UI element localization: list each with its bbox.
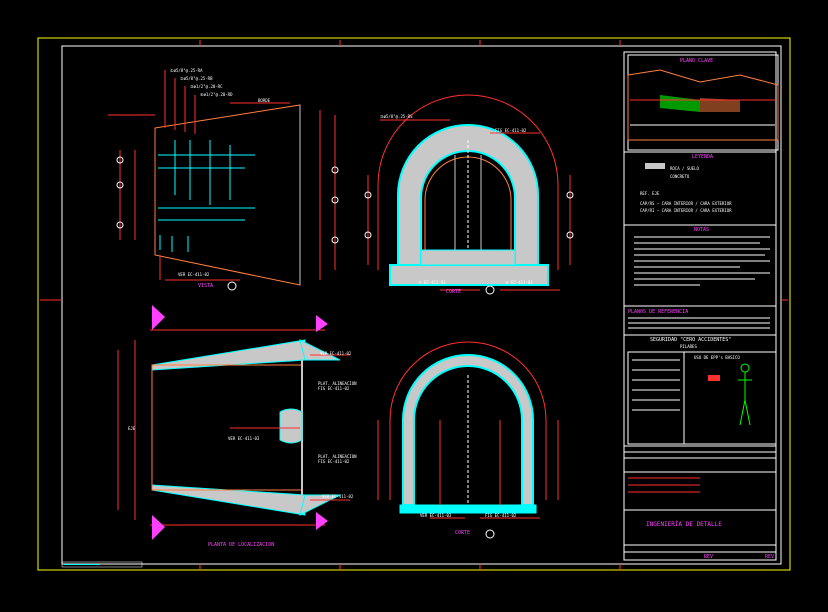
sheet-border (61, 45, 782, 565)
corte-label-lower: CORTE (455, 530, 470, 536)
legend-title: LEYENDA (692, 154, 713, 160)
svg-text:CAP/RS — CARA INTERIOR / CARA: CAP/RS — CARA INTERIOR / CARA EXTERIOR (640, 201, 732, 206)
corte-upper-view: ③ø5/8"@.25-RS FIG EC-411-02 ⑥ EC-411-03 ⑦ … (364, 94, 574, 295)
worker-icon (738, 363, 752, 426)
svg-text:③ø1/2"@.20-RC: ③ø1/2"@.20-RC (190, 84, 223, 89)
svg-text:REF. EJE: REF. EJE (640, 191, 660, 196)
svg-text:BORDE: BORDE (258, 98, 271, 103)
svg-text:VER EC-411-03: VER EC-411-03 (228, 436, 260, 441)
svg-text:③ø5/8"@.25-RS: ③ø5/8"@.25-RS (380, 114, 413, 119)
svg-text:CAP/RI — CARA INTERIOR / CARA: CAP/RI — CARA INTERIOR / CARA EXTERIOR (640, 208, 732, 213)
svg-text:FIG EC-411-02: FIG EC-411-02 (485, 513, 517, 518)
ppe-title: USO DE EPP's BASICO (694, 355, 740, 360)
title-block: PLANO CLAVE LEYENDA ROCA / SUELO CONCRETO… (623, 51, 779, 561)
svg-text:①ø5/8"@.25-RA: ①ø5/8"@.25-RA (170, 68, 203, 73)
svg-text:VER EC-411-02: VER EC-411-02 (178, 272, 210, 277)
vista-label: VISTA (198, 283, 213, 289)
references-title: PLANOS DE REFERENCIA (628, 309, 688, 315)
border-ticks (40, 40, 788, 570)
svg-text:⑦ EC-411-03: ⑦ EC-411-03 (418, 280, 446, 285)
corte-lower-view: VER EC-411-03 FIG EC-411-02 CORTE (377, 341, 559, 539)
notes-title: NOTAS (694, 227, 709, 233)
project-title: INGENIERÍA DE DETALLE (646, 520, 722, 528)
svg-text:②ø5/8"@.25-RB: ②ø5/8"@.25-RB (180, 76, 213, 81)
svg-text:FIG EC-411-02: FIG EC-411-02 (318, 386, 350, 391)
svg-text:ROCA / SUELO: ROCA / SUELO (670, 166, 699, 171)
svg-text:FIG EC-411-02: FIG EC-411-02 (318, 459, 350, 464)
svg-text:④ø1/2"@.20-RD: ④ø1/2"@.20-RD (200, 92, 233, 97)
safety-sub: PILARES (680, 344, 697, 349)
svg-text:FIG EC-411-02: FIG EC-411-02 (495, 128, 527, 133)
corte-label-upper: CORTE (446, 289, 461, 295)
svg-text:VER EC-411-02: VER EC-411-02 (322, 494, 354, 499)
svg-text:EJE: EJE (128, 426, 136, 431)
svg-text:PLAT. ALINEACION: PLAT. ALINEACION (318, 381, 357, 386)
svg-text:CONCRETO: CONCRETO (670, 174, 690, 179)
svg-text:⑥ EC-411-03: ⑥ EC-411-03 (505, 280, 533, 285)
outer-frame (37, 37, 791, 571)
bottom-stamp (61, 561, 143, 568)
rev-label-2: REV (765, 554, 774, 560)
safety-title: SEGURIDAD "CERO ACCIDENTES" (650, 337, 731, 343)
svg-text:VER EC-411-03: VER EC-411-03 (420, 513, 452, 518)
plan-title: PLANO CLAVE (680, 58, 713, 64)
svg-text:PLAT. ALINEACION: PLAT. ALINEACION (318, 454, 357, 459)
svg-text:VER EC-411-02: VER EC-411-02 (320, 351, 352, 356)
vista-view: ①ø5/8"@.25-RA②ø5/8"@.25-RB③ø1/2"@.20-RC … (108, 68, 339, 291)
planta-label: PLANTA DE LOCALIZACION (208, 542, 274, 548)
rev-label: REV (704, 554, 713, 560)
